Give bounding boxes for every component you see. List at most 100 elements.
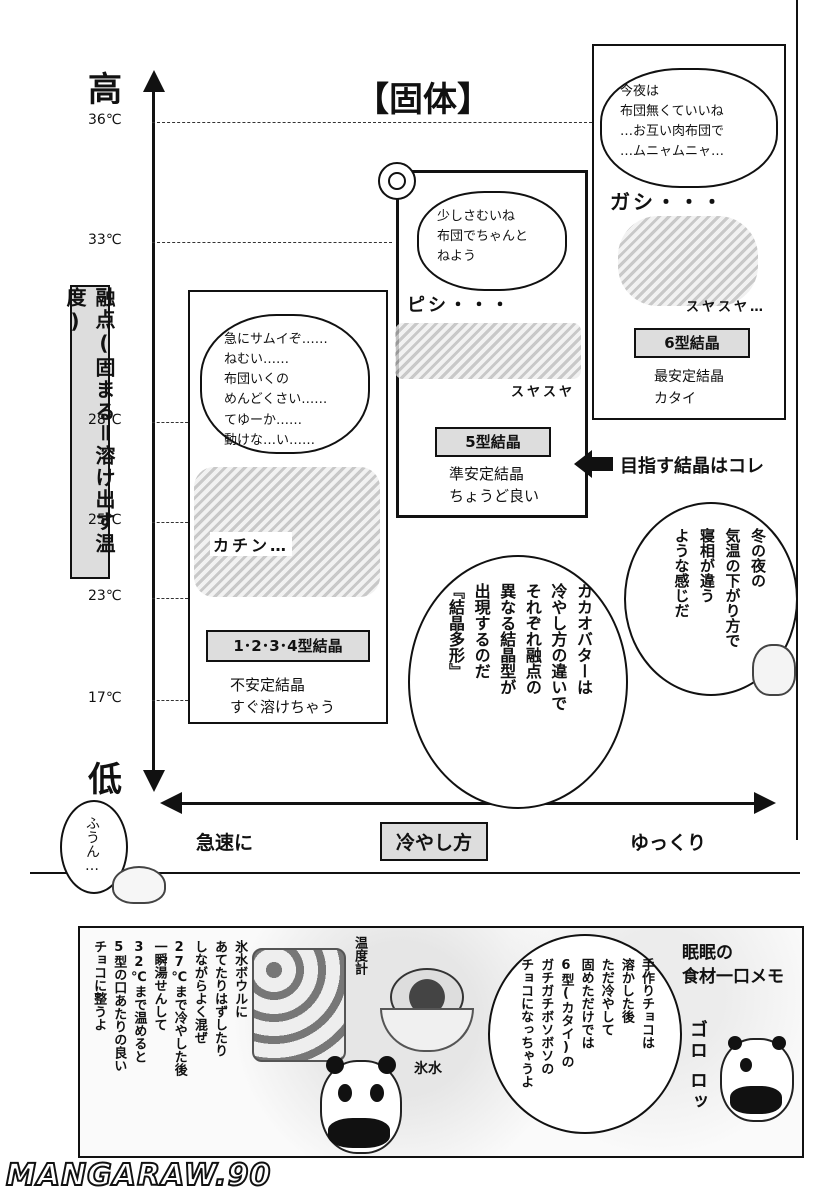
bubble-line: カカオバターは: [574, 583, 593, 695]
fuun-bubble: ふうん…: [60, 800, 128, 894]
grid-36: [152, 122, 592, 123]
crystal-6-desc1: 最安定結晶: [654, 369, 724, 385]
fuun-text: ふうん…: [84, 816, 100, 874]
x-axis-arrow-left: [160, 792, 182, 814]
bubble-line: 動けな…い……: [224, 432, 316, 448]
cacao-bubble-text: カカオバターは 冷やし方の違いで それぞれ融点の 異なる結晶型が 出現するのだ …: [442, 583, 596, 783]
bubble-line: 気温の下がり方で: [723, 528, 742, 648]
bubble-line: 『結晶多形』: [446, 583, 466, 679]
memo-sfx: ゴロ ロッ: [687, 1020, 708, 1114]
crystal-5-sfx-1: ピシ・・・: [407, 295, 512, 316]
winter-bubble-text: 冬の夜の 気温の下がり方で 寝相が違う ような感じだ: [668, 528, 770, 678]
memo-line: チョコに整うよ: [91, 940, 107, 1031]
small-panda-illustration: [720, 1036, 794, 1122]
cacao-bubble: カカオバターは 冷やし方の違いで それぞれ融点の 異なる結晶型が 出現するのだ …: [408, 555, 628, 809]
temp-23: 23℃: [88, 588, 122, 604]
memo-line: 溶かした後: [618, 958, 634, 1023]
bubble-line: …お互い肉布団で: [620, 124, 725, 140]
y-axis-arrow-down: [143, 770, 165, 792]
memo-panel: 氷水ボウルに あてたりはずしたり しながらよく混ぜ 27℃まで冷やした後 一瞬湯…: [78, 926, 804, 1158]
bubble-line: それぞれ融点の: [522, 583, 542, 695]
memo-title-1: 眠眠の: [682, 943, 733, 963]
x-axis-right-label: ゆっくり: [630, 832, 707, 854]
crystal-1234-desc2: すぐ溶けちゃう: [230, 698, 336, 716]
crystal-1234-sfx: カチン…: [210, 532, 293, 556]
memo-line: 5型の口あたりの良い: [111, 940, 127, 1072]
panda-ear-right: [772, 1036, 786, 1050]
bubble-line: 寝相が違う: [698, 528, 716, 603]
panda-body: [730, 1086, 782, 1114]
memo-line: 氷水ボウルに: [232, 940, 248, 1018]
panel-bottom-border: [30, 872, 800, 874]
x-axis-left-label: 急速に: [196, 832, 254, 854]
panda-ear-right: [378, 1056, 396, 1074]
panda-body: [328, 1118, 390, 1148]
memo-line: ただ冷やして: [598, 958, 614, 1036]
target-arrow-shaft: [591, 457, 613, 471]
bubble-line: てゆーか……: [224, 412, 303, 428]
memo-left-text: 氷水ボウルに あてたりはずしたり しながらよく混ぜ 27℃まで冷やした後 一瞬湯…: [88, 940, 249, 1150]
bubble-line: めんどくさい……: [224, 392, 328, 408]
bubble-line: 冷やし方の違いで: [548, 583, 568, 711]
panda-ear-left: [728, 1036, 742, 1050]
bubble-line: ねよう: [437, 249, 477, 265]
bubble-line: 出現するのだ: [471, 583, 491, 679]
axis-high-label: 高: [88, 70, 122, 110]
bubble-line: 急にサムイぞ……: [224, 332, 328, 347]
bubble-line: 布団でちゃんと: [437, 229, 529, 245]
crystal-1234-box: 急にサムイぞ…… ねむい…… 布団いくの めんどくさい…… てゆーか…… 動けな…: [188, 290, 388, 724]
grid-25: [152, 522, 188, 523]
futon-row-illustration: [395, 323, 581, 379]
grid-23: [152, 598, 188, 599]
bubble-line: ねむい……: [224, 352, 290, 368]
panda-illustration: [320, 1056, 402, 1154]
y-axis-arrow-up: [143, 70, 165, 92]
target-arrow-icon: [574, 450, 592, 478]
crystal-6-sfx-2: スヤスヤ…: [686, 300, 767, 315]
crystal-1234-bubble: 急にサムイぞ…… ねむい…… 布団いくの めんどくさい…… てゆーか…… 動けな…: [200, 314, 370, 454]
double-circle-mark: [378, 162, 416, 200]
bubble-line: 異なる結晶型が: [497, 583, 517, 695]
temp-17: 17℃: [88, 690, 122, 706]
temp-28: 28℃: [88, 412, 122, 428]
memo-line: 32℃まで温めると: [131, 940, 147, 1063]
temp-33: 33℃: [88, 232, 122, 248]
bubble-line: 今夜は: [620, 84, 660, 99]
memo-right-bubble: 手作りチョコは 溶かした後 ただ冷やして 固めただけでは 6型(カタイ)の ガチ…: [488, 934, 682, 1134]
bubble-line: 少しさむいね: [437, 209, 516, 224]
memo-line: 27℃まで冷やした後: [171, 940, 187, 1076]
chocolate-tray-illustration: [252, 948, 346, 1062]
x-axis-arrow-right: [754, 792, 776, 814]
page-right-border: [796, 0, 798, 840]
crystal-5-bubble: 少しさむいね 布団でちゃんと ねよう: [417, 191, 567, 291]
crystal-5-box: 少しさむいね 布団でちゃんと ねよう ピシ・・・ スヤスヤ 5型結晶 準安定結晶…: [395, 170, 588, 518]
panda-eye: [740, 1058, 752, 1072]
memo-right-text: 手作りチョコは 溶かした後 ただ冷やして 固めただけでは 6型(カタイ)の ガチ…: [515, 958, 656, 1118]
memo-line: 固めただけでは: [578, 958, 594, 1049]
grid-17: [152, 700, 188, 701]
temp-36: 36℃: [88, 112, 122, 128]
bubble-line: 布団無くていいね: [620, 104, 724, 120]
bubble-line: ような感じだ: [672, 528, 691, 618]
grid-33: [152, 242, 392, 243]
memo-line: ガチガチボソボソの: [538, 958, 554, 1075]
memo-line: あてたりはずしたり: [211, 940, 227, 1057]
crystal-5-desc1: 準安定結晶: [449, 465, 525, 483]
bubble-line: 冬の夜の: [749, 528, 767, 588]
crystal-6-label: 6型結晶: [634, 328, 750, 358]
watermark: MANGARAW.90: [5, 1157, 272, 1194]
memo-title-2: 食材一口メモ: [682, 967, 784, 987]
panda-eye-right: [370, 1084, 384, 1102]
bubble-line: 布団いくの: [224, 372, 290, 388]
pile-illustration: [618, 216, 758, 306]
crystal-1234-label: 1･2･3･4型結晶: [206, 630, 370, 662]
crystal-5-label: 5型結晶: [435, 427, 551, 457]
crystal-5-sfx-2: スヤスヤ: [511, 385, 576, 400]
crystal-5-desc2: ちょうど良い: [449, 487, 540, 505]
solid-title: 【固体】: [355, 80, 491, 120]
icewater-label: 氷水: [414, 1061, 442, 1077]
grid-28: [152, 422, 188, 423]
crystal-6-desc2: カタイ: [654, 391, 696, 407]
crystal-6-bubble: 今夜は 布団無くていいね …お互い肉布団で …ムニャムニャ…: [600, 68, 778, 188]
target-note: 目指す結晶はコレ: [620, 456, 764, 477]
